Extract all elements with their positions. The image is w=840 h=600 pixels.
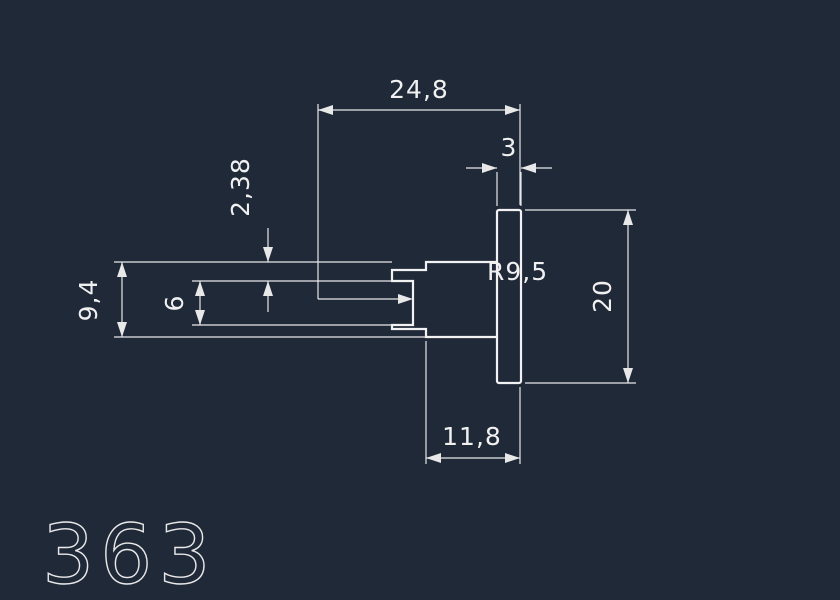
dimension-stem-height: 9,4 [74, 261, 426, 338]
arrowhead-icon [426, 453, 441, 463]
part-number: 363 [42, 508, 217, 600]
profile-stem-outline [390, 260, 497, 339]
arrowhead-icon [318, 105, 333, 115]
dimension-slot-height: 6 [160, 281, 392, 326]
radius-text: R9,5 [487, 257, 548, 286]
arrowhead-icon [195, 281, 205, 296]
dimension-text: 11,8 [442, 422, 502, 451]
arrowhead-icon [521, 163, 536, 173]
profile-flange-plate [495, 208, 523, 385]
arrowhead-icon [623, 210, 633, 225]
arrowhead-icon [117, 322, 127, 337]
dimension-text: 9,4 [74, 279, 103, 322]
arrowhead-icon [263, 247, 273, 262]
dimension-text: 24,8 [389, 75, 449, 104]
arrowhead-icon [505, 453, 520, 463]
arrowhead-icon [482, 163, 497, 173]
arrowhead-icon [263, 281, 273, 296]
arrowhead-icon [117, 262, 127, 277]
dimension-text: 6 [160, 295, 189, 312]
arrowhead-icon [623, 368, 633, 383]
radius-callout: R9,5 [487, 257, 548, 286]
dimension-flange-thickness: 3 [466, 133, 552, 206]
dimension-text: 3 [501, 133, 518, 162]
dimension-flange-height: 20 [525, 209, 636, 384]
profile [318, 208, 523, 385]
dimension-bottom-width: 11,8 [425, 341, 521, 464]
arrowhead-icon [195, 310, 205, 325]
dimension-wall-offset: 2,38 [192, 157, 392, 312]
arrowhead-icon [505, 105, 520, 115]
dimension-text: 2,38 [226, 157, 255, 217]
slot-arrowhead-icon [398, 294, 413, 304]
dimension-overall-width: 24,8 [317, 75, 521, 299]
dimension-text: 20 [588, 279, 617, 313]
